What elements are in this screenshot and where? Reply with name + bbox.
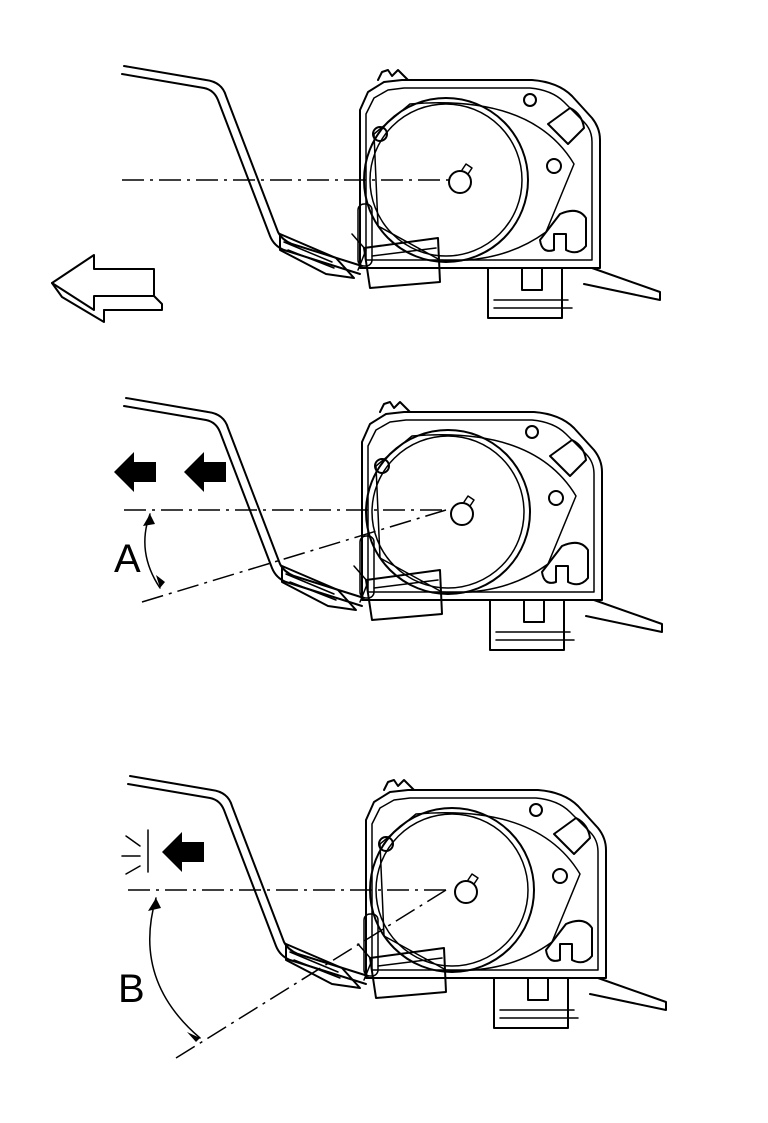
angle-label-b: B: [118, 967, 145, 1011]
tilt-line-b: [175, 889, 447, 1059]
retractor-middle: [123, 397, 663, 651]
angle-label-a: A: [114, 537, 141, 581]
tilt-line-a: [141, 509, 447, 603]
angle-arc-b: [149, 897, 201, 1039]
retractor-top: [121, 65, 661, 319]
left-outline-arrow-icon: [51, 254, 163, 323]
retractor-bottom: [127, 775, 667, 1059]
left-filled-arrow-icon: [184, 452, 226, 492]
left-filled-arrow-with-impact-lines-icon: [121, 829, 204, 875]
left-filled-arrow-icon: [114, 452, 156, 492]
